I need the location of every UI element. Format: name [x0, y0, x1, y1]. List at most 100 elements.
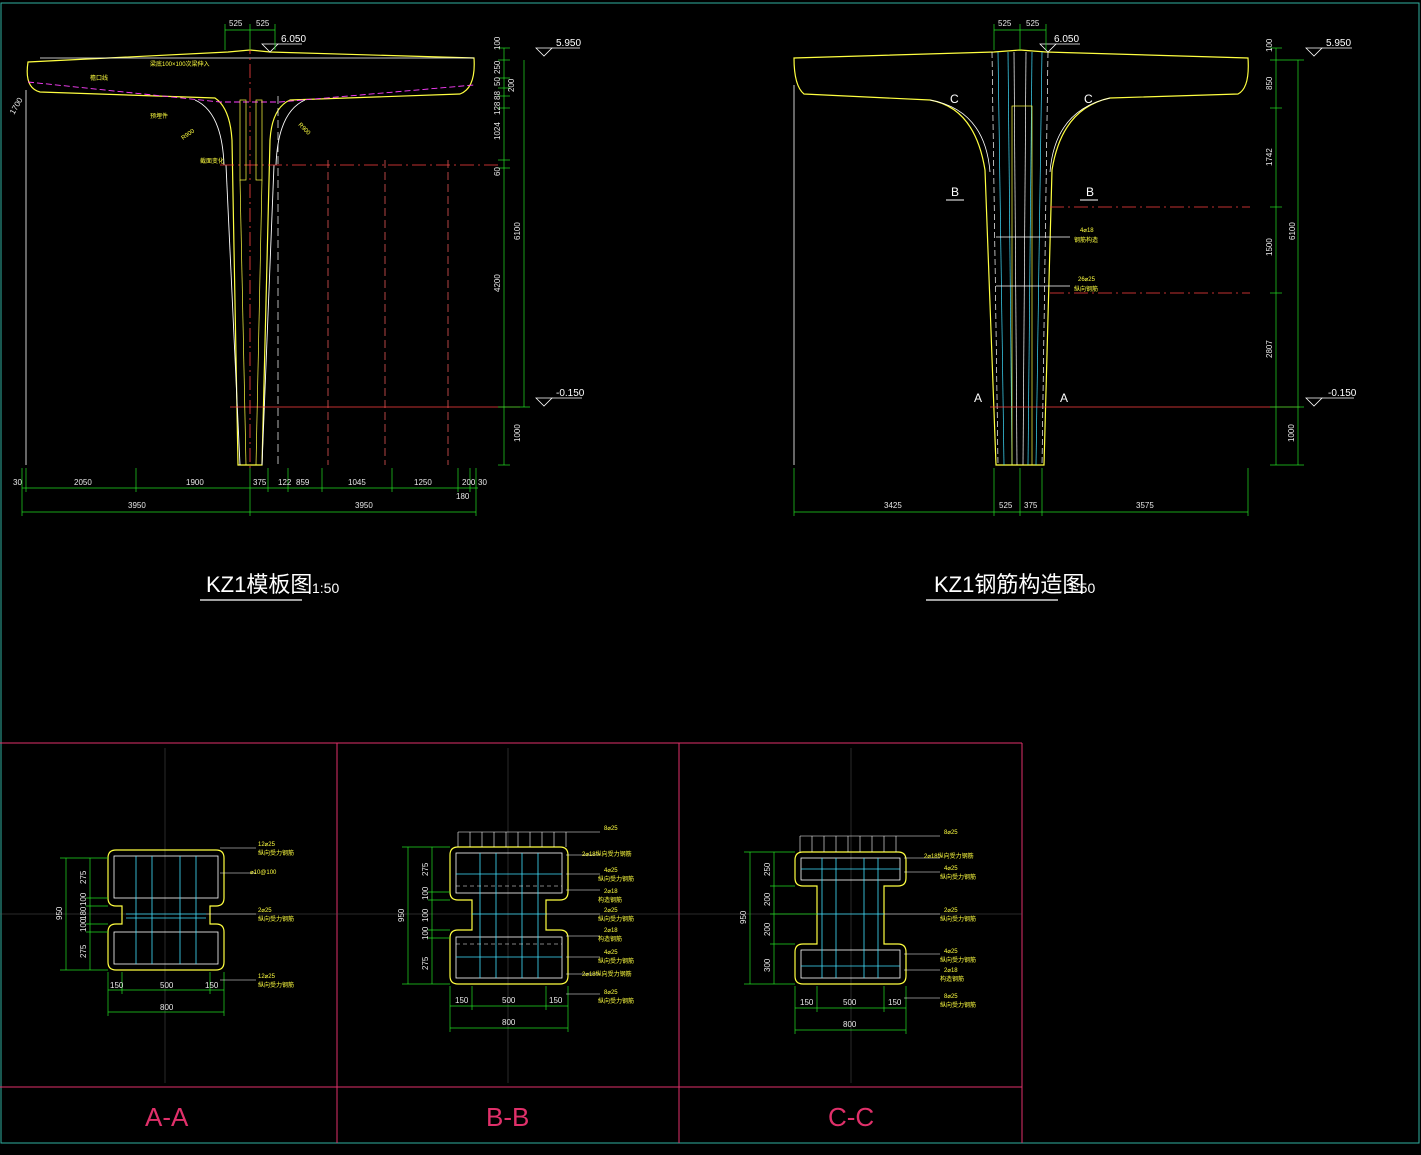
reinforcement-mark-a-right: A [1060, 391, 1068, 405]
reinforcement-title: KZ1钢筋构造图 [934, 572, 1084, 597]
reinforcement-scale: 1:50 [1068, 580, 1095, 596]
formwork-dim-r3: 50 [493, 77, 502, 86]
section-c-dim-left-2: 200 [763, 922, 772, 936]
reinforcement-dim-r4: 1500 [1265, 238, 1274, 256]
section-b-callout-13: 8⌀25 [604, 990, 618, 996]
section-a-stirrup-top [113, 855, 219, 899]
section-c-callout-6: 4⌀25 [944, 949, 958, 955]
formwork-top-dim-0: 525 [229, 19, 243, 28]
formwork-top-dimensions [224, 24, 276, 50]
section-b-stirrup-top [455, 852, 563, 894]
section-b-dim-total-width: 800 [502, 1018, 516, 1027]
reinforcement-callout-1: 钢筋构造 [1074, 236, 1098, 244]
formwork-bottom-dim-9: 30 [478, 478, 487, 487]
section-c-callout-7: 纵向受力钢筋 [940, 956, 976, 964]
formwork-dim-r7: 60 [493, 167, 502, 176]
formwork-column-core-right [255, 179, 263, 466]
formwork-dim-r0: 100 [493, 36, 502, 50]
reinforcement-bottom-dimensions [793, 468, 1249, 516]
formwork-bottom-dim-8: 200 [462, 478, 476, 487]
section-b-callout-7: 纵向受力钢筋 [598, 915, 634, 923]
formwork-note-5: 截面变化 [200, 157, 224, 165]
section-a-callout-6: 纵向受力钢筋 [258, 981, 294, 989]
formwork-haunch-left [194, 99, 225, 166]
reinforcement-drawing: C C B B A A 4⌀18 钢筋构造 26⌀25 纵向钢筋 100 850… [793, 19, 1357, 601]
formwork-haunch-right [275, 99, 306, 166]
reinforcement-mark-b-left: B [951, 185, 959, 199]
section-b-callout-5: 构造钢筋 [598, 896, 622, 904]
section-c-callout-11: 纵向受力钢筋 [940, 1001, 976, 1009]
section-b-top-ticks [457, 831, 600, 847]
formwork-dim-r4: 88 [493, 91, 502, 100]
formwork-drawing: 100 250 200 50 88 128 1024 60 4200 6100 … [8, 19, 585, 601]
formwork-left-dim: 1700 [8, 96, 25, 116]
section-a-dim-total-height: 950 [55, 906, 64, 920]
section-a-outline [107, 849, 225, 971]
reinforcement-elevation-top: 6.050 [1054, 34, 1079, 45]
section-b-callout-12: 2⌀18纵向受力钢筋 [582, 970, 632, 978]
formwork-title: KZ1模板图 [206, 572, 312, 597]
section-c-callout-9: 构造钢筋 [940, 975, 964, 983]
reinforcement-callout-2: 26⌀25 [1078, 277, 1096, 283]
formwork-column-left [225, 164, 241, 466]
section-b-dim-bottom-0: 150 [455, 996, 469, 1005]
reinforcement-rebar-lines [997, 51, 1043, 466]
formwork-bottom-total-2: 180 [456, 492, 470, 501]
reinforcement-elevation-ground-marker [1305, 397, 1354, 407]
section-a-leaders [206, 847, 256, 981]
section-b-callout-0: 8⌀25 [604, 826, 618, 832]
section-a-stirrup-bottom [113, 931, 219, 965]
section-b-rebar [456, 853, 562, 978]
section-b-callout-8: 2⌀18 [604, 928, 618, 934]
section-b-dim-bottom-1: 500 [502, 996, 516, 1005]
sections-grid-lines [0, 748, 1022, 1083]
section-a: 275 100 180 100 275 950 150 500 150 800 … [55, 842, 294, 1132]
section-c-dim-bottom-1: 500 [843, 998, 857, 1007]
reinforcement-mark-a-left: A [974, 391, 982, 405]
formwork-elevation-ground-marker [535, 397, 582, 407]
reinforcement-outer-dashed-left [991, 51, 999, 466]
formwork-note-4: R900 [297, 122, 312, 137]
reinforcement-mark-c-right: C [1084, 92, 1093, 106]
formwork-note-0: 梁底100×100次梁伸入 [150, 60, 210, 68]
section-b-callout-3: 纵向受力钢筋 [598, 875, 634, 883]
formwork-bottom-dim-4: 122 [278, 478, 292, 487]
section-c-callout-0: 8⌀25 [944, 830, 958, 836]
reinforcement-bottom-dim-0: 3425 [884, 501, 902, 510]
section-c-dim-left-1: 200 [763, 892, 772, 906]
reinforcement-bottom-dim-1: 525 [999, 501, 1013, 510]
section-a-dim-left-1: 100 [79, 892, 88, 906]
formwork-scale: 1:50 [312, 580, 339, 596]
section-b-dim-left-2: 100 [421, 908, 430, 922]
formwork-elevation-top-marker [261, 43, 302, 53]
formwork-dim-r5: 128 [493, 101, 502, 115]
section-b-callout-9: 构造钢筋 [598, 935, 622, 943]
reinforcement-top-dimensions [993, 24, 1047, 50]
formwork-top-dim-1: 525 [256, 19, 270, 28]
section-b-callout-1: 2⌀18纵向受力钢筋 [582, 850, 632, 858]
section-c-stirrup-bottom [800, 949, 901, 979]
section-b-dim-bottom-2: 150 [549, 996, 563, 1005]
section-c-title: C-C [828, 1102, 874, 1132]
section-a-callout-0: 12⌀25 [258, 842, 276, 848]
reinforcement-dim-r2: 1742 [1265, 148, 1274, 166]
reinforcement-dim-r0: 100 [1265, 38, 1274, 52]
section-a-callout-5: 12⌀25 [258, 974, 276, 980]
section-a-dim-total-width: 800 [160, 1003, 174, 1012]
section-a-dim-left-4: 275 [79, 944, 88, 958]
section-c-callout-1: 2⌀18纵向受力钢筋 [924, 852, 974, 860]
section-c-dimensions [744, 851, 907, 1034]
formwork-inner-box-2 [255, 99, 263, 181]
section-c-rebar [801, 858, 900, 978]
section-b-title: B-B [486, 1102, 529, 1132]
formwork-bottom-dim-3: 375 [253, 478, 267, 487]
formwork-right-dimensions [498, 47, 530, 466]
reinforcement-dim-r5: 2807 [1265, 340, 1274, 358]
section-c-callout-5: 纵向受力钢筋 [940, 915, 976, 923]
formwork-slab-outline [26, 49, 475, 466]
formwork-inner-box-1 [239, 99, 247, 181]
section-b-dim-left-4: 275 [421, 956, 430, 970]
formwork-dim-r1: 250 [493, 60, 502, 74]
section-c-dim-bottom-2: 150 [888, 998, 902, 1007]
section-b-callout-10: 4⌀25 [604, 950, 618, 956]
